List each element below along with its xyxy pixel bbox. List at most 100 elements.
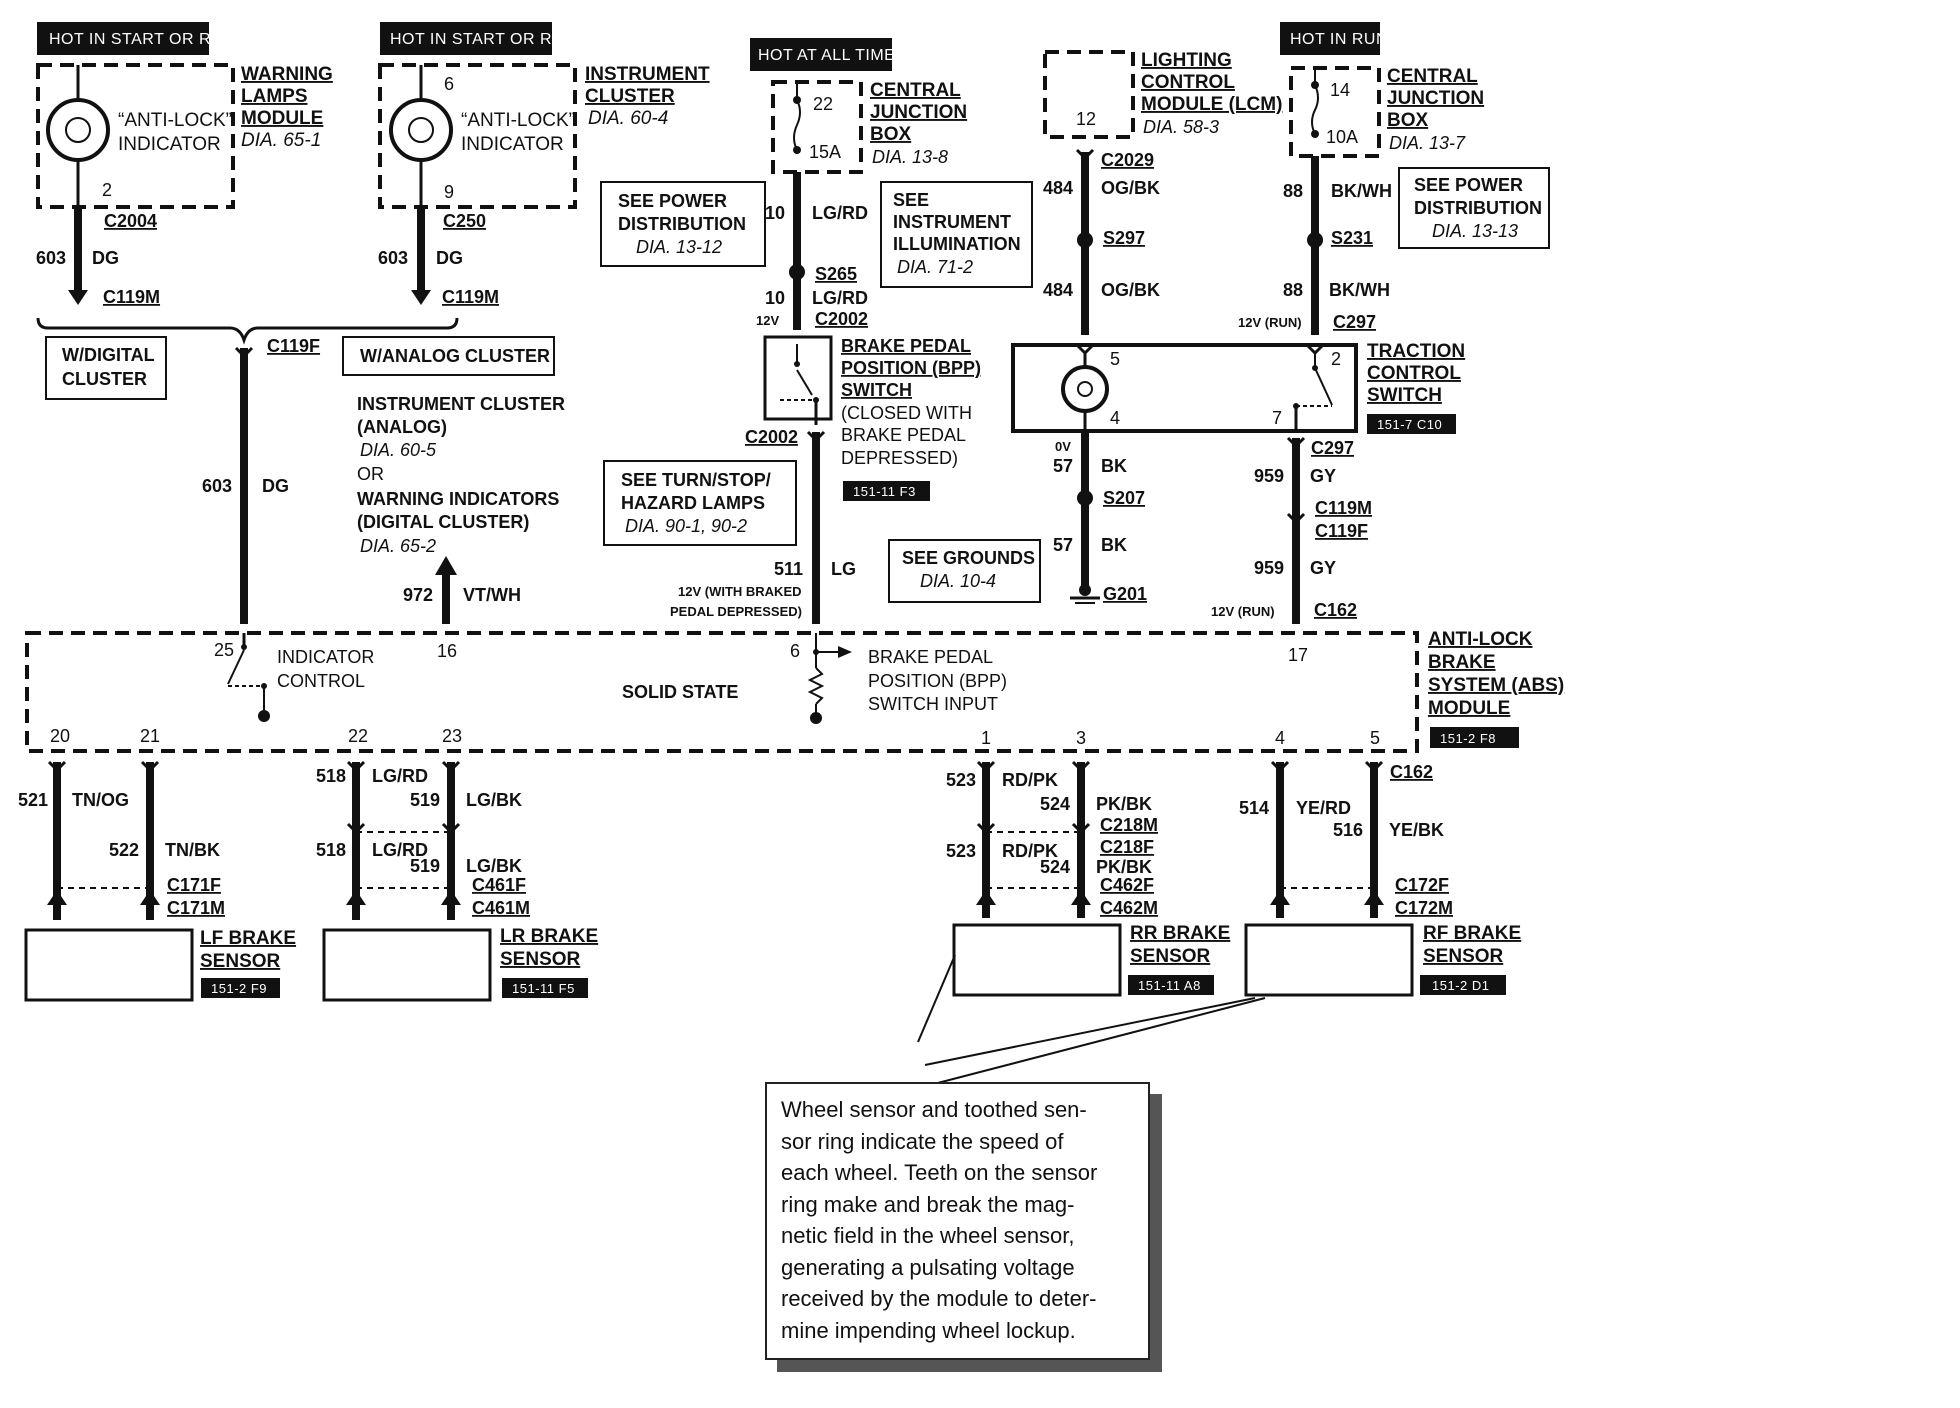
components-lf-name1-label: LF BRAKE [200,928,296,949]
wires-lgrd-a-label: LG/RD [812,203,868,223]
connectors-c172m-label: C172M [1395,898,1453,918]
components-instrument-cluster-pin-bottom-label: 9 [444,182,454,202]
components-abs-pins-p23-label: 23 [442,726,462,746]
wires-w518b-label: 518 [316,840,346,860]
wires-lgbk-a-label: LG/BK [466,790,522,810]
wires-w972-label: 972 [403,585,433,605]
connectors-c162-b-label: C162 [1390,762,1433,782]
boxes-pd1-l1-label: SEE POWER [618,191,727,211]
digital-cluster-box: W/DIGITAL CLUSTER [45,336,167,400]
connectors-c162-a-label: C162 [1314,600,1357,620]
components-instrument-cluster-indicator2-label: INDICATOR [461,134,564,155]
components-bpp-name3-label: SWITCH [841,380,912,400]
traction-control-switch: 5 4 2 7 TRACTION CONTROL SWITCH 151-7 C1… [1011,341,1465,434]
components-cjb1-fuse-label: 22 [813,94,833,114]
voltages-v12brake1-label: 12V (WITH BRAKED [678,584,802,599]
components-instrument-cluster-name1-label: INSTRUMENT [585,64,710,85]
wire-10-lgrd: 10 LG/RD S265 10 LG/RD 12V C2002 [756,172,868,330]
boxes-pd1-l3-label: DIA. 13-12 [636,237,722,257]
components-abs-ind2-label: CONTROL [277,671,365,691]
rf-brake-sensor: RF BRAKE SENSOR 151-2 D1 [1244,923,1521,997]
connectors-c119f-label: C119F [267,336,320,356]
grounds-box: SEE GROUNDS DIA. 10-4 [888,539,1041,603]
components-abs-pins-p25-label: 25 [214,640,234,660]
boxes-grounds-l2-label: DIA. 10-4 [920,571,996,591]
boxes-pd2-l2-label: DISTRIBUTION [1414,198,1542,218]
connectors-s265-label: S265 [815,264,857,284]
wires-w603a-label: 603 [36,248,66,268]
components-bpp-note1-label: (CLOSED WITH [841,403,972,423]
wires-w511-label: 511 [774,559,803,579]
wires-lgrd-c-label: LG/RD [372,766,428,786]
boxes-turn-l2-label: HAZARD LAMPS [621,493,765,513]
wires-tnbk-label: TN/BK [165,840,220,860]
power-label-3: HOT AT ALL TIMES [750,38,906,71]
voltages-v12run-b-label: 12V (RUN) [1211,604,1275,619]
wires-w603c-label: 603 [202,476,232,496]
wire-57-bk: 0V 57 BK S207 57 BK G201 [1053,431,1147,604]
components-warning-lamps-ref-label: DIA. 65-1 [241,130,321,151]
components-instrument-cluster-name2-label: CLUSTER [585,86,675,107]
components-lcm-name3-label: MODULE (LCM) [1141,94,1282,115]
warning-lamps-module: “ANTI-LOCK” INDICATOR 2 WARNING LAMPS MO… [36,63,333,209]
voltages-v0-label: 0V [1055,439,1071,454]
components-tcs-pin5-label: 5 [1110,349,1120,369]
wires-yerd-label: YE/RD [1296,798,1351,818]
wires-vtwh-label: VT/WH [463,585,521,605]
wire-511-lg: C2002 511 LG 12V (WITH BRAKED PEDAL DEPR… [670,427,856,624]
components-abs-pins-p3-label: 3 [1076,728,1086,748]
wires-ogbk-a-label: OG/BK [1101,178,1160,198]
wires-tnog-label: TN/OG [72,790,129,810]
components-lcm-pin-label: 12 [1076,109,1096,129]
wires-w514-label: 514 [1239,798,1269,818]
components-rf-name2-label: SENSOR [1423,946,1504,967]
lf-sensor-wiring: 521 TN/OG 522 TN/BK C171F C171M [18,760,225,920]
cluster-text-l4-label: OR [357,464,384,484]
wires-w57a-label: 57 [1053,456,1073,476]
callout-line: Wheel sensor and toothed sen- [781,1097,1087,1122]
components-cjb1-name1-label: CENTRAL [870,80,961,101]
components-tcs-name3-label: SWITCH [1367,385,1442,406]
analog-cluster-box: W/ANALOG CLUSTER [342,336,555,376]
components-instrument-cluster-indicator1-label: “ANTI-LOCK” [461,110,575,131]
power-labels-p1-label: HOT IN START OR RUN [49,31,235,48]
connectors-c119f-c-label: C119F [1315,521,1368,541]
components-instrument-cluster-ref-label: DIA. 60-4 [588,108,668,129]
power-distribution-box-1: SEE POWER DISTRIBUTION DIA. 13-12 [600,181,766,267]
cluster-text-l1-label: INSTRUMENT CLUSTER [357,394,565,414]
connectors-c218m-label: C218M [1100,815,1158,835]
callout-line: netic field in the wheel sensor, [781,1223,1075,1248]
instrument-cluster: 6 “ANTI-LOCK” INDICATOR 9 INSTRUMENT CLU… [378,63,710,209]
wires-w959b-label: 959 [1254,558,1284,578]
connectors-c297-bot-label: C297 [1311,438,1354,458]
components-abs-name4-label: MODULE [1428,698,1510,719]
wires-dg-b-label: DG [436,248,463,268]
components-tcs-name2-label: CONTROL [1367,363,1461,384]
wires-w519b-label: 519 [410,856,440,876]
wires-w10b-label: 10 [765,288,785,308]
components-lcm-name2-label: CONTROL [1141,72,1235,93]
components-tcs-name1-label: TRACTION [1367,341,1465,362]
components-cjb2-fuse-label: 14 [1330,80,1350,100]
wires-w88a-label: 88 [1283,181,1303,201]
turn-stop-hazard-box: SEE TURN/STOP/ HAZARD LAMPS DIA. 90-1, 9… [603,460,797,546]
connectors-g201-label: G201 [1103,584,1147,604]
components-lcm-name1-label: LIGHTING [1141,50,1232,71]
wires-w519a-label: 519 [410,790,440,810]
components-abs-solid-label: SOLID STATE [622,682,738,702]
connectors-c2004-label: C2004 [104,211,157,231]
components-bpp-tag-label: 151-11 F3 [853,484,916,499]
components-abs-ind1-label: INDICATOR [277,647,374,667]
power-distribution-box-2: SEE POWER DISTRIBUTION DIA. 13-13 [1398,167,1550,249]
wires-w88b-label: 88 [1283,280,1303,300]
power-label-1: HOT IN START OR RUN [37,22,235,55]
components-abs-pins-p16-label: 16 [437,641,457,661]
rr-sensor-wiring: 523 RD/PK 524 PK/BK C218M C218F 523 RD/P… [946,760,1158,918]
abs-module: ANTI-LOCK BRAKE SYSTEM (ABS) MODULE 151-… [25,629,1564,753]
lr-sensor-wiring: 518 LG/RD 519 LG/BK 518 LG/RD 519 LG/BK … [316,760,530,920]
components-lf-name2-label: SENSOR [200,951,281,972]
connectors-c462m-label: C462M [1100,898,1158,918]
cluster-text-block: INSTRUMENT CLUSTER (ANALOG) DIA. 60-5 OR… [357,394,565,624]
lf-brake-sensor: LF BRAKE SENSOR 151-2 F9 [24,928,296,1002]
